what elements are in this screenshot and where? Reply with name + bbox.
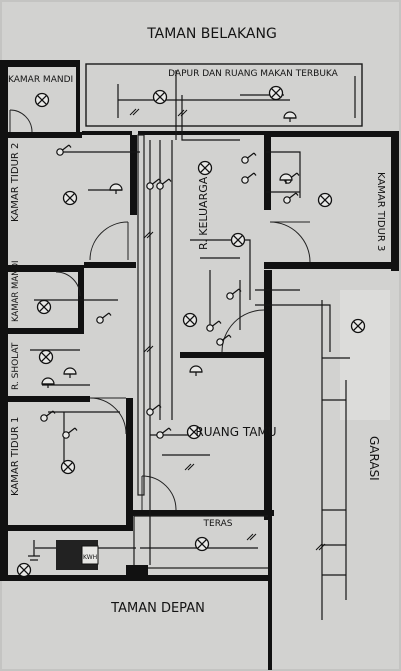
wiring <box>30 70 356 620</box>
wire-ticks <box>129 108 326 551</box>
label-dapur: DAPUR DAN RUANG MAKAN TERBUKA <box>168 69 339 79</box>
label-kamar-tidur-1: KAMAR TIDUR 1 <box>10 417 21 496</box>
label-kamar-mandi-2: KAMAR MANDI <box>11 260 21 322</box>
walls <box>0 60 399 670</box>
label-r-keluarga: R. KELUARGA <box>197 176 210 250</box>
label-taman-belakang: TAMAN BELAKANG <box>146 26 277 42</box>
label-kamar-tidur-2: KAMAR TIDUR 2 <box>10 143 21 222</box>
label-kamar-mandi-1: KAMAR MANDI <box>8 75 73 85</box>
ground-icon <box>28 540 40 561</box>
label-kamar-tidur-3: KAMAR TIDUR 3 <box>375 172 386 251</box>
label-ruang-tamu: RUANG TAMU <box>195 425 276 439</box>
kwh-label: KWH <box>83 554 97 561</box>
label-garasi: GARASI <box>367 436 381 481</box>
label-r-sholat: R. SHOLAT <box>11 342 21 390</box>
label-teras: TERAS <box>203 519 233 529</box>
kwh-meter-icon: KWH <box>56 540 99 570</box>
room-labels: TAMAN BELAKANG DAPUR DAN RUANG MAKAN TER… <box>8 26 386 616</box>
label-taman-depan: TAMAN DEPAN <box>110 601 205 616</box>
